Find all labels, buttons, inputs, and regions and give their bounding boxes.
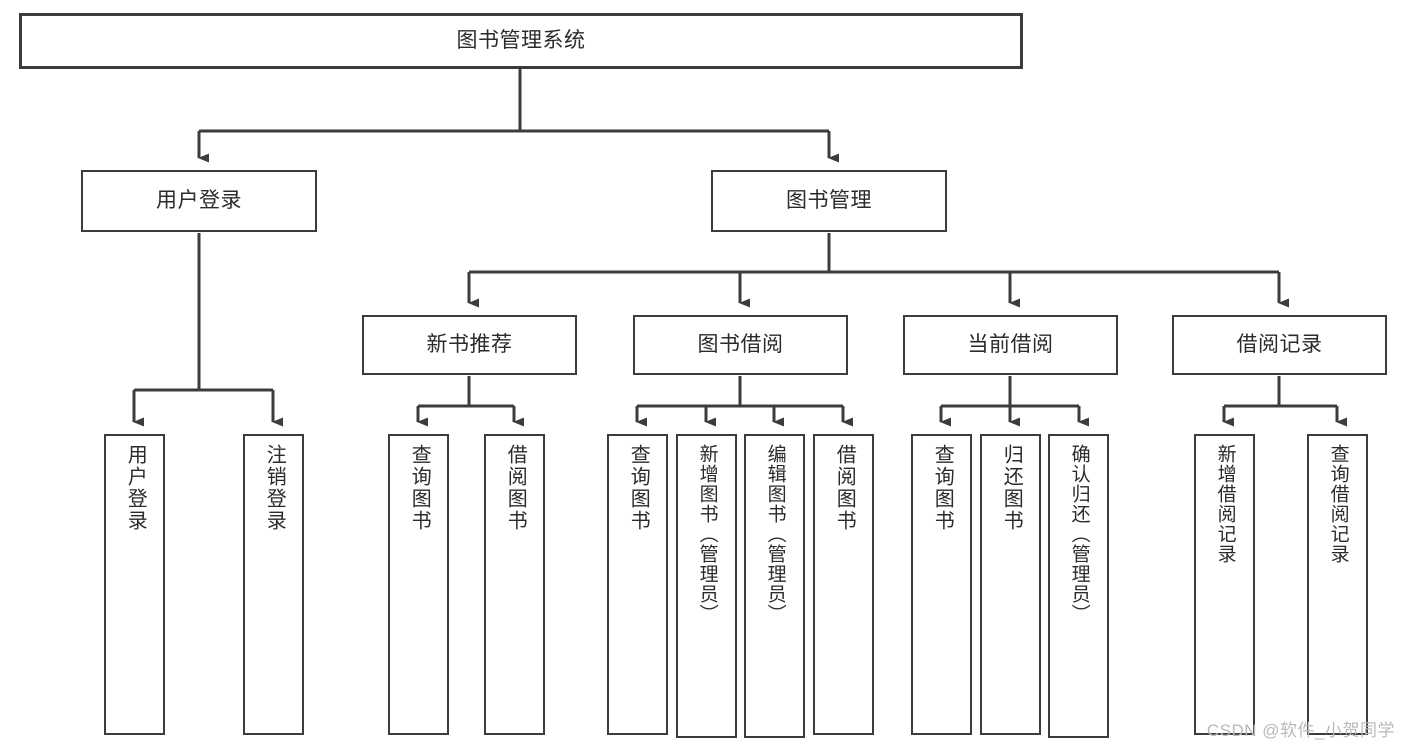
csdn-watermark: CSDN @软件_小贺同学	[1206, 721, 1395, 740]
node-root-library-system[interactable]: 图书管理系统	[19, 13, 1023, 69]
node-leaf-edit-book-admin-label: 编辑图书（管理员）	[764, 444, 786, 624]
node-leaf-confirm-return-admin-label: 确认归还（管理员）	[1068, 444, 1090, 624]
node-root-label: 图书管理系统	[456, 28, 586, 52]
node-borrow-record-label: 借阅记录	[1236, 332, 1323, 356]
node-leaf-user-login[interactable]: 用户登录	[104, 434, 165, 735]
node-book-borrow[interactable]: 图书借阅	[633, 315, 848, 375]
node-leaf-add-book-admin-label: 新增图书（管理员）	[696, 444, 718, 624]
node-new-book-recommend-label: 新书推荐	[426, 332, 513, 356]
node-leaf-logout[interactable]: 注销登录	[243, 434, 304, 735]
node-leaf-add-borrow-record[interactable]: 新增借阅记录	[1194, 434, 1255, 735]
node-leaf-confirm-return-admin[interactable]: 确认归还（管理员）	[1048, 434, 1109, 738]
node-leaf-query-borrow-record-label: 查询借阅记录	[1327, 444, 1349, 564]
node-leaf-return-books[interactable]: 归还图书	[980, 434, 1041, 735]
node-leaf-add-borrow-record-label: 新增借阅记录	[1214, 444, 1236, 564]
node-book-management-label: 图书管理	[786, 188, 872, 212]
node-book-management[interactable]: 图书管理	[711, 170, 947, 232]
node-leaf-query-books-current[interactable]: 查询图书	[911, 434, 972, 735]
node-new-book-recommend[interactable]: 新书推荐	[362, 315, 577, 375]
node-leaf-query-books-borrow[interactable]: 查询图书	[607, 434, 668, 735]
node-leaf-query-books-recommend[interactable]: 查询图书	[388, 434, 449, 735]
node-borrow-record[interactable]: 借阅记录	[1172, 315, 1387, 375]
node-user-login-label: 用户登录	[156, 188, 242, 212]
node-leaf-add-book-admin[interactable]: 新增图书（管理员）	[676, 434, 737, 738]
node-leaf-borrow-books-borrow-label: 借阅图书	[833, 444, 856, 532]
node-user-login[interactable]: 用户登录	[81, 170, 317, 232]
node-leaf-query-books-borrow-label: 查询图书	[627, 444, 650, 532]
node-leaf-borrow-books-recommend[interactable]: 借阅图书	[484, 434, 545, 735]
node-book-borrow-label: 图书借阅	[697, 332, 784, 356]
node-current-borrow-label: 当前借阅	[967, 332, 1054, 356]
node-leaf-borrow-books-recommend-label: 借阅图书	[504, 444, 527, 532]
node-leaf-logout-label: 注销登录	[263, 444, 286, 532]
node-leaf-borrow-books-borrow[interactable]: 借阅图书	[813, 434, 874, 735]
node-current-borrow[interactable]: 当前借阅	[903, 315, 1118, 375]
node-leaf-query-books-current-label: 查询图书	[931, 444, 954, 532]
node-leaf-query-books-recommend-label: 查询图书	[408, 444, 431, 532]
node-leaf-query-borrow-record[interactable]: 查询借阅记录	[1307, 434, 1368, 735]
node-leaf-return-books-label: 归还图书	[1000, 444, 1023, 532]
node-leaf-user-login-label: 用户登录	[124, 444, 147, 532]
node-leaf-edit-book-admin[interactable]: 编辑图书（管理员）	[744, 434, 805, 738]
